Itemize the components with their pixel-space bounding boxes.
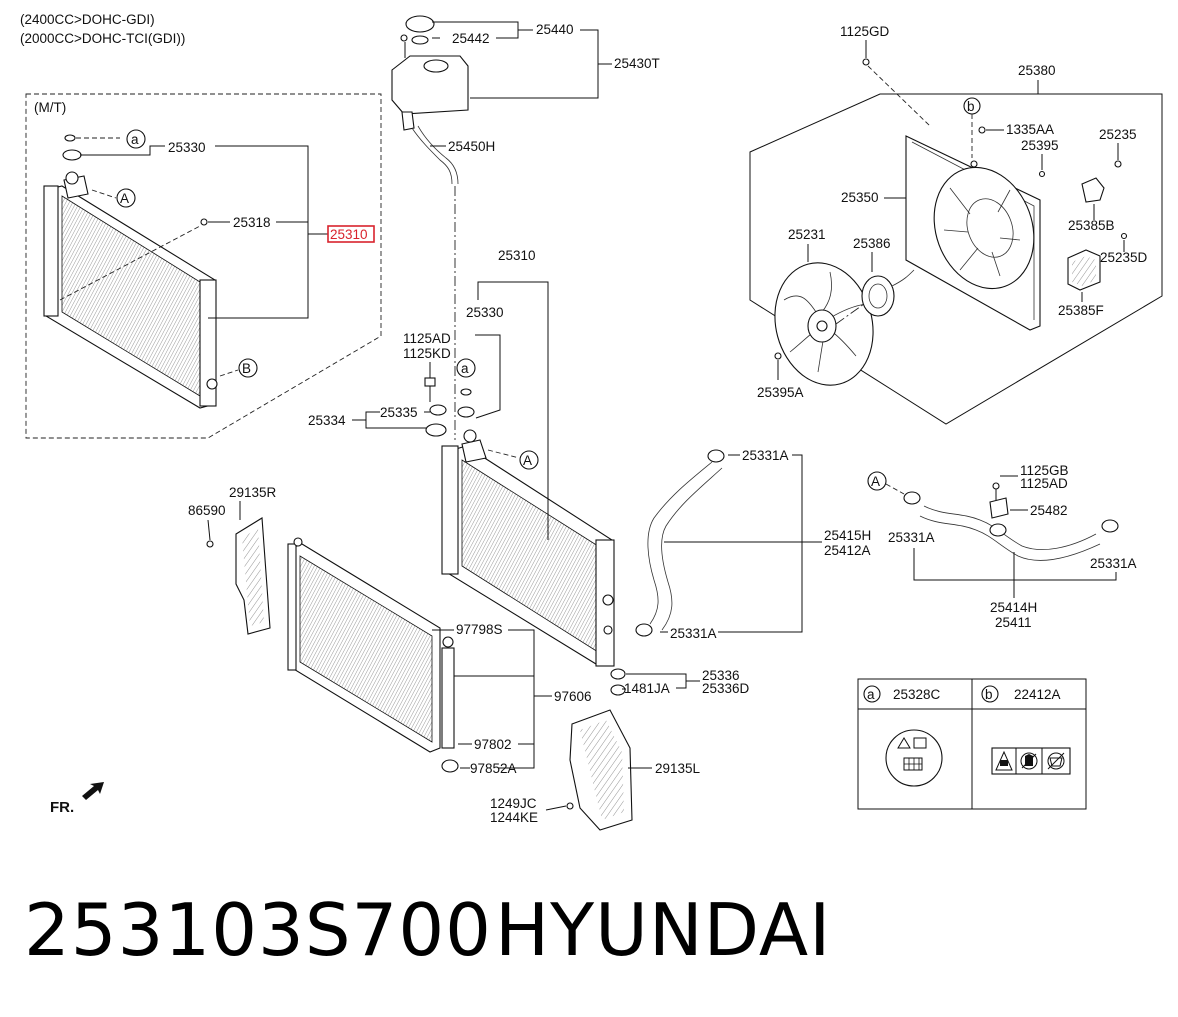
- label-1125GB: 1125GB: [1020, 463, 1069, 478]
- brand-name: HYUNDAI: [495, 888, 832, 972]
- callout-A-mt: A: [120, 191, 129, 206]
- label-25331A-low: 25331A: [670, 626, 717, 641]
- label-25395A: 25395A: [757, 385, 804, 400]
- callout-B-mt: B: [242, 361, 251, 376]
- hose-group: 25331A 25331A 25415H 25412A 1481JA 25336…: [610, 448, 871, 696]
- air-guard-right: 29135R 86590: [188, 485, 277, 635]
- label-29135R: 29135R: [229, 485, 277, 500]
- label-25231: 25231: [788, 227, 826, 242]
- engine-note-1: (2400CC>DOHC-GDI): [20, 12, 155, 27]
- label-1481JA: 1481JA: [624, 681, 670, 696]
- label-25450H: 25450H: [448, 139, 495, 154]
- lower-hose-group: A 1125GB 1125AD 25482 25331A 25331A 2541…: [867, 463, 1137, 630]
- label-25380: 25380: [1018, 63, 1056, 78]
- condenser-group: 97798S 97606 97802 97852A: [287, 537, 592, 776]
- label-25415H: 25415H: [824, 528, 871, 543]
- label-86590: 86590: [188, 503, 226, 518]
- callout-a-mt: a: [131, 132, 139, 147]
- highlight-box: [327, 225, 375, 243]
- label-25385F: 25385F: [1058, 303, 1104, 318]
- label-25331A-top: 25331A: [742, 448, 789, 463]
- legend-b-code: b: [985, 687, 993, 702]
- label-97852A: 97852A: [470, 761, 517, 776]
- callout-A-hose: A: [871, 474, 880, 489]
- label-1125AD: 1125AD: [403, 331, 451, 346]
- label-25395: 25395: [1021, 138, 1059, 153]
- label-25442: 25442: [452, 31, 490, 46]
- label-25386: 25386: [853, 236, 891, 251]
- label-25318: 25318: [233, 215, 271, 230]
- caption-area: [0, 850, 1178, 1017]
- callout-A-main: A: [523, 453, 532, 468]
- label-25335: 25335: [380, 405, 418, 420]
- label-1249JC: 1249JC: [490, 796, 537, 811]
- label-97802: 97802: [474, 737, 512, 752]
- front-indicator: FR.: [50, 782, 104, 816]
- label-25331A-r2: 25331A: [1090, 556, 1137, 571]
- callout-b-fan: b: [967, 99, 975, 114]
- mt-radiator-group: (M/T) a A B 25330 25318 25310: [25, 93, 382, 439]
- label-25235D: 25235D: [1100, 250, 1148, 265]
- label-29135L: 29135L: [655, 761, 701, 776]
- warning-label-rect-icon: [991, 747, 1071, 775]
- legend-a-part: 25328C: [893, 687, 941, 702]
- reservoir-group: 25442 25440 25430T 25450H: [391, 15, 660, 440]
- label-25430T: 25430T: [614, 56, 660, 71]
- fan-assembly-group: 1125GD 25380 b 1335AA 25395 25235 25350 …: [749, 24, 1163, 425]
- label-25440: 25440: [536, 22, 574, 37]
- legend-a-code: a: [867, 687, 875, 702]
- label-25411: 25411: [995, 615, 1032, 630]
- label-1335AA: 1335AA: [1006, 122, 1054, 137]
- label-25334: 25334: [308, 413, 346, 428]
- label-25235: 25235: [1099, 127, 1137, 142]
- air-guard-left: 29135L 1249JC 1244KE: [490, 709, 701, 831]
- mt-note: (M/T): [34, 100, 66, 115]
- label-1125GD: 1125GD: [840, 24, 890, 39]
- callout-a-main: a: [461, 361, 469, 376]
- label-25331A-r1: 25331A: [888, 530, 935, 545]
- label-1244KE: 1244KE: [490, 810, 538, 825]
- legend-table: a 25328C b 22412A: [857, 678, 1087, 810]
- label-25414H: 25414H: [990, 600, 1037, 615]
- label-25482: 25482: [1030, 503, 1068, 518]
- engine-note-2: (2000CC>DOHC-TCI(GDI)): [20, 31, 185, 46]
- label-25350: 25350: [841, 190, 879, 205]
- part-number: 253103S700: [24, 888, 492, 972]
- label-25310: 25310: [498, 248, 536, 263]
- label-25330: 25330: [466, 305, 504, 320]
- label-1125AD-right: 1125AD: [1020, 476, 1068, 491]
- parts-diagram: (2400CC>DOHC-GDI) (2000CC>DOHC-TCI(GDI))…: [20, 12, 1163, 831]
- label-25336D: 25336D: [702, 681, 750, 696]
- label-25412A: 25412A: [824, 543, 871, 558]
- label-97606: 97606: [554, 689, 592, 704]
- label-25330-mt: 25330: [168, 140, 206, 155]
- label-1125KD: 1125KD: [403, 346, 451, 361]
- front-label: FR.: [50, 799, 74, 816]
- warning-label-round-icon: [885, 729, 943, 787]
- radiator-assembly[interactable]: A 25310 25330 a 1125AD 1125KD 25335 2533…: [308, 248, 615, 667]
- label-97798S: 97798S: [456, 622, 503, 637]
- legend-b-part: 22412A: [1014, 687, 1061, 702]
- label-25336: 25336: [702, 668, 740, 683]
- label-25385B: 25385B: [1068, 218, 1115, 233]
- label-25310-highlight: 25310: [330, 227, 368, 242]
